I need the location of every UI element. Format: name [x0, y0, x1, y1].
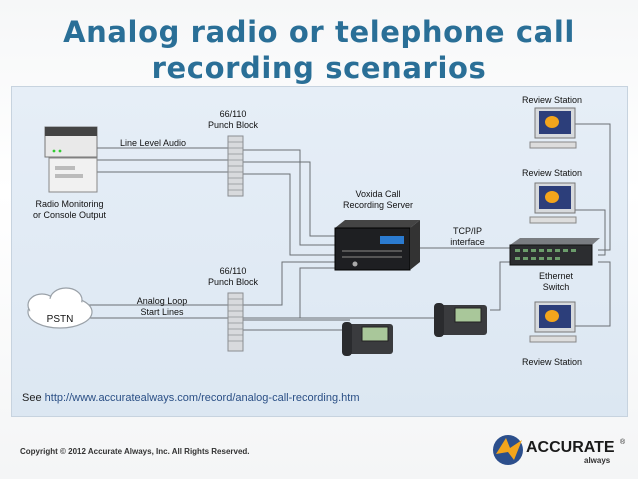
accurate-logo: ACCURATE ® always [493, 435, 626, 465]
wire-switch-review3 [575, 261, 611, 327]
punch-block-top-line1: 66/110 [219, 109, 247, 119]
radio-monitoring-label: Radio Monitoring or Console Output [22, 199, 117, 221]
wire-switch-phone [490, 261, 510, 311]
logo-swoosh [496, 438, 522, 460]
wire-punch2-server-b [243, 267, 335, 319]
line-level-audio-label: Line Level Audio [120, 138, 187, 148]
title-line-2: recording scenarios [151, 51, 487, 85]
punch-block-bottom-line1: 66/110 [219, 266, 247, 276]
wire-phone-2 [300, 312, 441, 319]
review-station-label-3: Review Station [521, 357, 583, 367]
wire-switch-review2 [575, 209, 606, 256]
title-line-1: Analog radio or telephone call [63, 15, 575, 49]
recording-server-label: Voxida Call Recording Server [333, 189, 423, 211]
punch-block-top [227, 135, 244, 197]
analog-loop-label: Analog Loop Start Lines [126, 296, 198, 318]
wire-punch-server-2 [243, 161, 335, 237]
slide-title: Analog radio or telephone call recording… [0, 14, 638, 86]
ethernet-switch-icon [509, 238, 600, 266]
logo-brand: ACCURATE [526, 439, 615, 456]
tcpip-label: TCP/IP interface [440, 226, 495, 248]
logo-registered: ® [620, 438, 626, 446]
pstn-label: PSTN [46, 314, 74, 325]
wire-punch-server-1 [243, 149, 335, 246]
ethernet-switch-line2: Switch [542, 282, 570, 292]
desk-phone-icon-1 [342, 322, 393, 356]
recording-server-icon [334, 220, 420, 271]
radio-monitoring-line2: or Console Output [32, 210, 107, 220]
desk-phone-icon-2 [434, 303, 487, 337]
see-note: See http://www.accuratealways.com/record… [22, 392, 360, 404]
pstn-cloud-icon [27, 287, 93, 329]
punch-block-bottom-line2: Punch Block [207, 277, 259, 287]
review-station-icon-3 [529, 301, 577, 343]
wire-punch-server-3 [243, 173, 335, 256]
radio-monitoring-line1: Radio Monitoring [35, 199, 104, 209]
reference-link[interactable]: http://www.accuratealways.com/record/ana… [44, 392, 360, 404]
ethernet-switch-line1: Ethernet [538, 271, 574, 281]
tcpip-line2: interface [450, 237, 485, 247]
punch-block-top-label: 66/110 Punch Block [198, 109, 268, 131]
ethernet-switch-label: Ethernet Switch [526, 271, 586, 293]
punch-block-bottom-label: 66/110 Punch Block [198, 266, 268, 288]
review-station-icon-2 [529, 182, 577, 224]
review-station-icon-1 [529, 107, 577, 149]
see-prefix: See [22, 392, 42, 404]
recording-server-line2: Recording Server [342, 200, 414, 210]
punch-block-bottom [227, 292, 244, 352]
logo-tagline: always [584, 456, 611, 465]
recording-server-line1: Voxida Call [355, 189, 401, 199]
wire-punch2-server [243, 261, 335, 306]
review-station-label-1: Review Station [521, 95, 583, 105]
radio-console-icon [44, 126, 98, 193]
wire-switch-review1 [575, 123, 611, 251]
punch-block-top-line2: Punch Block [207, 120, 259, 130]
tcpip-line1: TCP/IP [452, 226, 482, 236]
analog-loop-line2: Start Lines [140, 307, 184, 317]
analog-loop-line1: Analog Loop [136, 296, 188, 306]
review-station-label-2: Review Station [521, 168, 583, 178]
copyright-text: Copyright © 2012 Accurate Always, Inc. A… [20, 447, 250, 456]
